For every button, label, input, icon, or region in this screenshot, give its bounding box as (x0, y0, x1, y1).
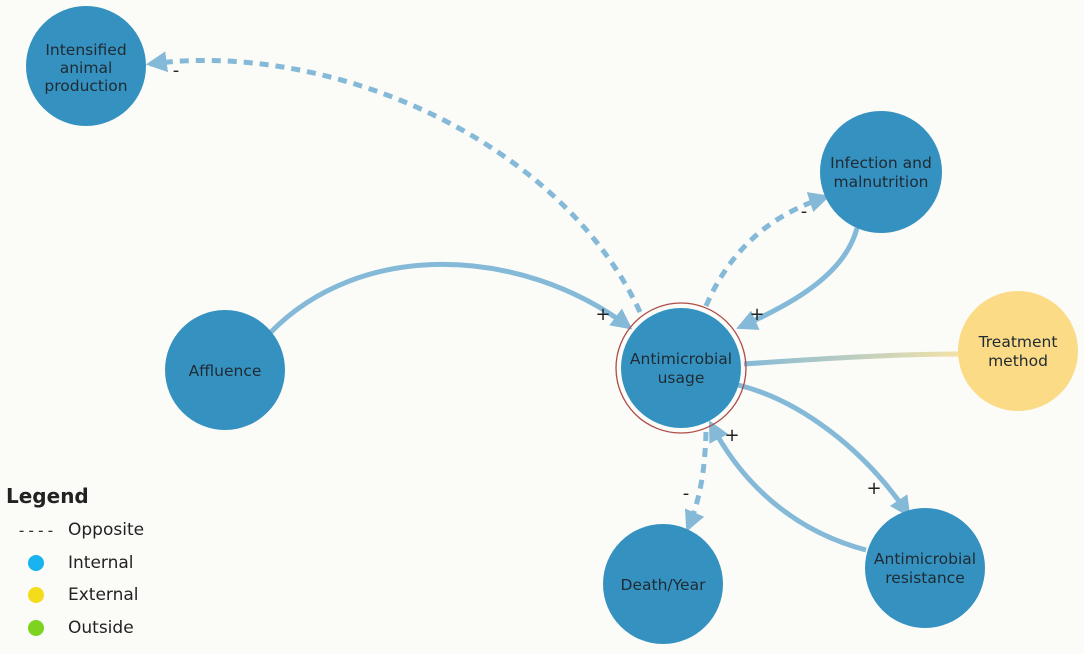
nodes: Intensified animal production Infection … (26, 6, 1078, 644)
legend-item-external: External (6, 579, 226, 612)
node-label-line: animal (60, 59, 113, 77)
legend: Legend ---- Opposite Internal External O… (6, 484, 226, 644)
edge-usage-to-intensified[interactable] (145, 51, 643, 314)
node-treatment-method[interactable]: Treatment method (958, 291, 1078, 411)
sign-infection-to-usage: + (749, 304, 764, 325)
node-label-line: Infection and (830, 154, 932, 172)
edge-usage-to-infection[interactable] (703, 192, 830, 307)
edges (145, 51, 961, 553)
node-infection-and-malnutrition[interactable]: Infection and malnutrition (820, 111, 942, 233)
legend-item-outside: Outside (6, 612, 226, 645)
node-death-per-year[interactable]: Death/Year (603, 524, 723, 644)
legend-item-internal: Internal (6, 547, 226, 580)
edge-affluence-to-usage[interactable] (268, 262, 633, 335)
node-intensified-animal-production[interactable]: Intensified animal production (26, 6, 146, 126)
node-label-line: production (44, 77, 127, 95)
legend-item-opposite: ---- Opposite (6, 514, 226, 547)
legend-label: Opposite (68, 520, 145, 541)
node-label-line: Antimicrobial (874, 550, 976, 568)
edge-usage-treatment-link[interactable] (743, 351, 961, 367)
sign-affluence-to-usage: + (595, 304, 610, 325)
blue-dot-icon (28, 554, 44, 571)
edge-usage-to-resistance[interactable] (737, 382, 911, 518)
node-label-line: malnutrition (834, 173, 929, 191)
node-affluence[interactable]: Affluence (165, 310, 285, 430)
node-label-line: Affluence (189, 362, 262, 380)
focus-ring (615, 302, 747, 434)
legend-label: External (68, 585, 139, 606)
node-antimicrobial-usage[interactable]: Antimicrobial usage (615, 302, 747, 434)
node-label-line: Treatment (978, 333, 1058, 351)
legend-label: Internal (68, 552, 134, 573)
node-antimicrobial-resistance[interactable]: Antimicrobial resistance (865, 508, 985, 628)
node-label-line: usage (658, 369, 705, 387)
edge-resistance-to-usage[interactable] (708, 420, 867, 553)
legend-swatch (14, 554, 58, 571)
edge-usage-to-death[interactable] (684, 431, 709, 532)
legend-title: Legend (6, 484, 89, 508)
node-label-line: resistance (885, 569, 964, 587)
green-dot-icon (28, 619, 44, 636)
yellow-dot-icon (28, 587, 44, 604)
sign-usage-to-death: - (683, 483, 690, 504)
legend-swatch (14, 619, 58, 636)
node-label-line: Antimicrobial (630, 350, 732, 368)
sign-resistance-to-usage: + (724, 425, 739, 446)
legend-dash-symbol: ---- (16, 520, 56, 540)
edge-signs: - + - + - + + (173, 60, 882, 504)
dashed-line-icon: ---- (14, 521, 58, 540)
node-label-line: method (988, 352, 1048, 370)
legend-swatch (14, 587, 58, 604)
node-label-line: Death/Year (621, 576, 707, 594)
sign-usage-to-resistance: + (866, 478, 881, 499)
node-label-line: Intensified (45, 41, 126, 59)
sign-usage-to-infection: - (801, 201, 808, 222)
edge-infection-to-usage[interactable] (736, 227, 860, 330)
legend-label: Outside (68, 617, 134, 638)
sign-usage-to-intensified: - (173, 60, 180, 81)
